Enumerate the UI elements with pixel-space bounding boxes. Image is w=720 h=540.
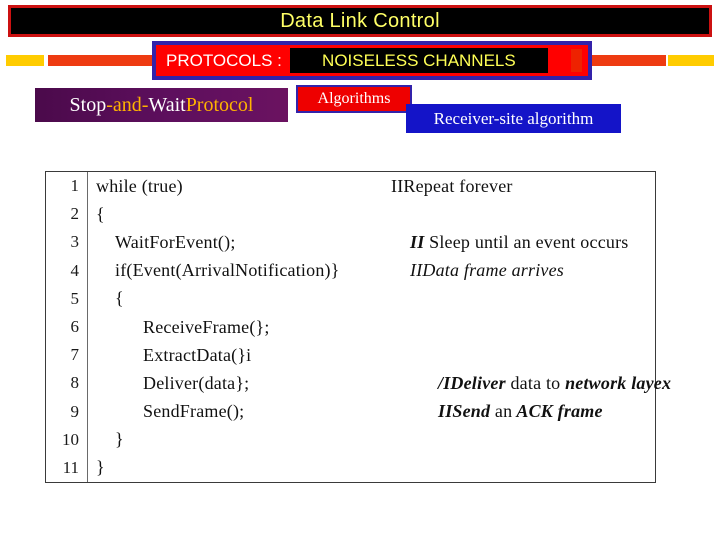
table-row: 3 WaitForEvent(); II Sleep until an event …: [46, 228, 655, 256]
code-line-number: 7: [70, 345, 80, 365]
topic-part-stop: Stop: [69, 93, 107, 116]
code-line-number: 1: [70, 176, 80, 196]
slide-title-banner: Data Link Control: [8, 5, 712, 37]
code-statement: if(Event(ArrivalNotification)}: [115, 260, 340, 281]
code-statement: WaitForEvent();: [115, 231, 236, 252]
code-comment: IISend an ACK frame: [438, 401, 603, 422]
code-statement: Deliver(data};: [143, 372, 250, 393]
divider-orange-right: [584, 55, 666, 66]
table-row: 2{: [46, 200, 655, 228]
table-row: 9 SendFrame(); IISend an ACK frame: [46, 398, 655, 426]
code-line-number: 9: [70, 401, 80, 421]
divider-gold-right: [668, 55, 714, 66]
protocols-label: PROTOCOLS :: [166, 50, 282, 70]
code-statement: ExtractData(}i: [143, 344, 252, 365]
code-statement: ReceiveFrame(};: [143, 316, 270, 337]
table-row: 5{: [46, 285, 655, 313]
code-statement: while (true): [96, 175, 183, 196]
divider-gold-left: [6, 55, 44, 66]
topic-part-and: -and-: [106, 93, 149, 116]
stop-and-wait-protocol-box: Stop-and-Wait Protocol: [35, 88, 288, 122]
code-line-number: 5: [70, 288, 80, 308]
code-statement: {: [115, 288, 124, 309]
line-number-divider: [87, 172, 88, 482]
algorithms-box: Algorithms: [296, 85, 412, 113]
code-comment: IIRepeat forever: [391, 175, 513, 196]
table-row: 6 ReceiveFrame(};: [46, 313, 655, 341]
code-line-number: 6: [70, 317, 80, 337]
protocols-section-header: PROTOCOLS : NOISELESS CHANNELS: [152, 41, 592, 80]
receiver-site-algorithm-label: Receiver-site algorithm: [433, 108, 594, 128]
code-line-number: 3: [70, 232, 80, 252]
code-statement: }: [115, 429, 124, 450]
code-line-number: 4: [70, 260, 80, 280]
code-comment: /IDeliver data to network layex: [438, 372, 672, 393]
code-line-number: 11: [62, 457, 79, 477]
code-line-number: 8: [70, 373, 80, 393]
code-statement: }: [96, 457, 105, 478]
topic-part-protocol: Protocol: [185, 93, 254, 116]
code-comment: II Sleep until an event occurs: [410, 231, 629, 252]
receiver-site-algorithm-box: Receiver-site algorithm: [406, 104, 621, 133]
noiseless-channels-label: NOISELESS CHANNELS: [322, 50, 516, 70]
code-statement: {: [96, 203, 105, 224]
accent-bar-right: [571, 49, 582, 72]
code-comment: IIData frame arrives: [410, 260, 564, 281]
table-row: 10}: [46, 426, 655, 454]
table-row: 11}: [46, 454, 655, 482]
algorithms-label: Algorithms: [317, 90, 391, 107]
code-line-number: 2: [70, 204, 80, 224]
page-title: Data Link Control: [280, 10, 440, 32]
divider-orange-left: [48, 55, 205, 66]
topic-part-wait: Wait: [148, 93, 186, 116]
table-row: 1 while (true) IIRepeat forever: [46, 172, 655, 200]
code-statement: SendFrame();: [143, 401, 245, 422]
code-line-number: 10: [62, 429, 79, 449]
noiseless-channels-box: NOISELESS CHANNELS: [289, 48, 548, 73]
table-row: 7 ExtractData(}i: [46, 341, 655, 369]
table-row: 4 if(Event(ArrivalNotification)} IIData fr…: [46, 257, 655, 285]
table-row: 8 Deliver(data}; /IDeliver data to network…: [46, 369, 671, 397]
